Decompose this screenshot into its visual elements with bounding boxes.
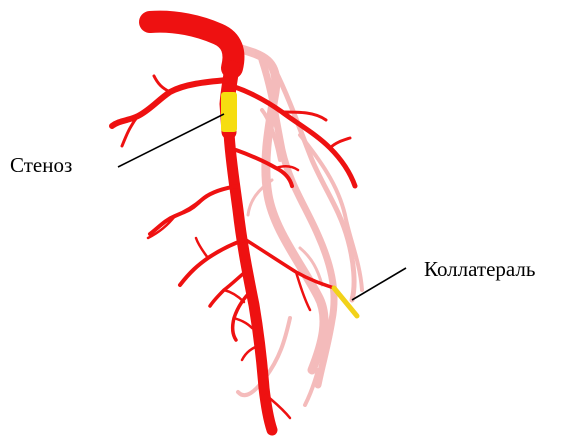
collateral-label: Коллатераль bbox=[424, 259, 535, 280]
stenosis-segment bbox=[221, 92, 237, 132]
stenosis-label: Стеноз bbox=[10, 155, 72, 176]
